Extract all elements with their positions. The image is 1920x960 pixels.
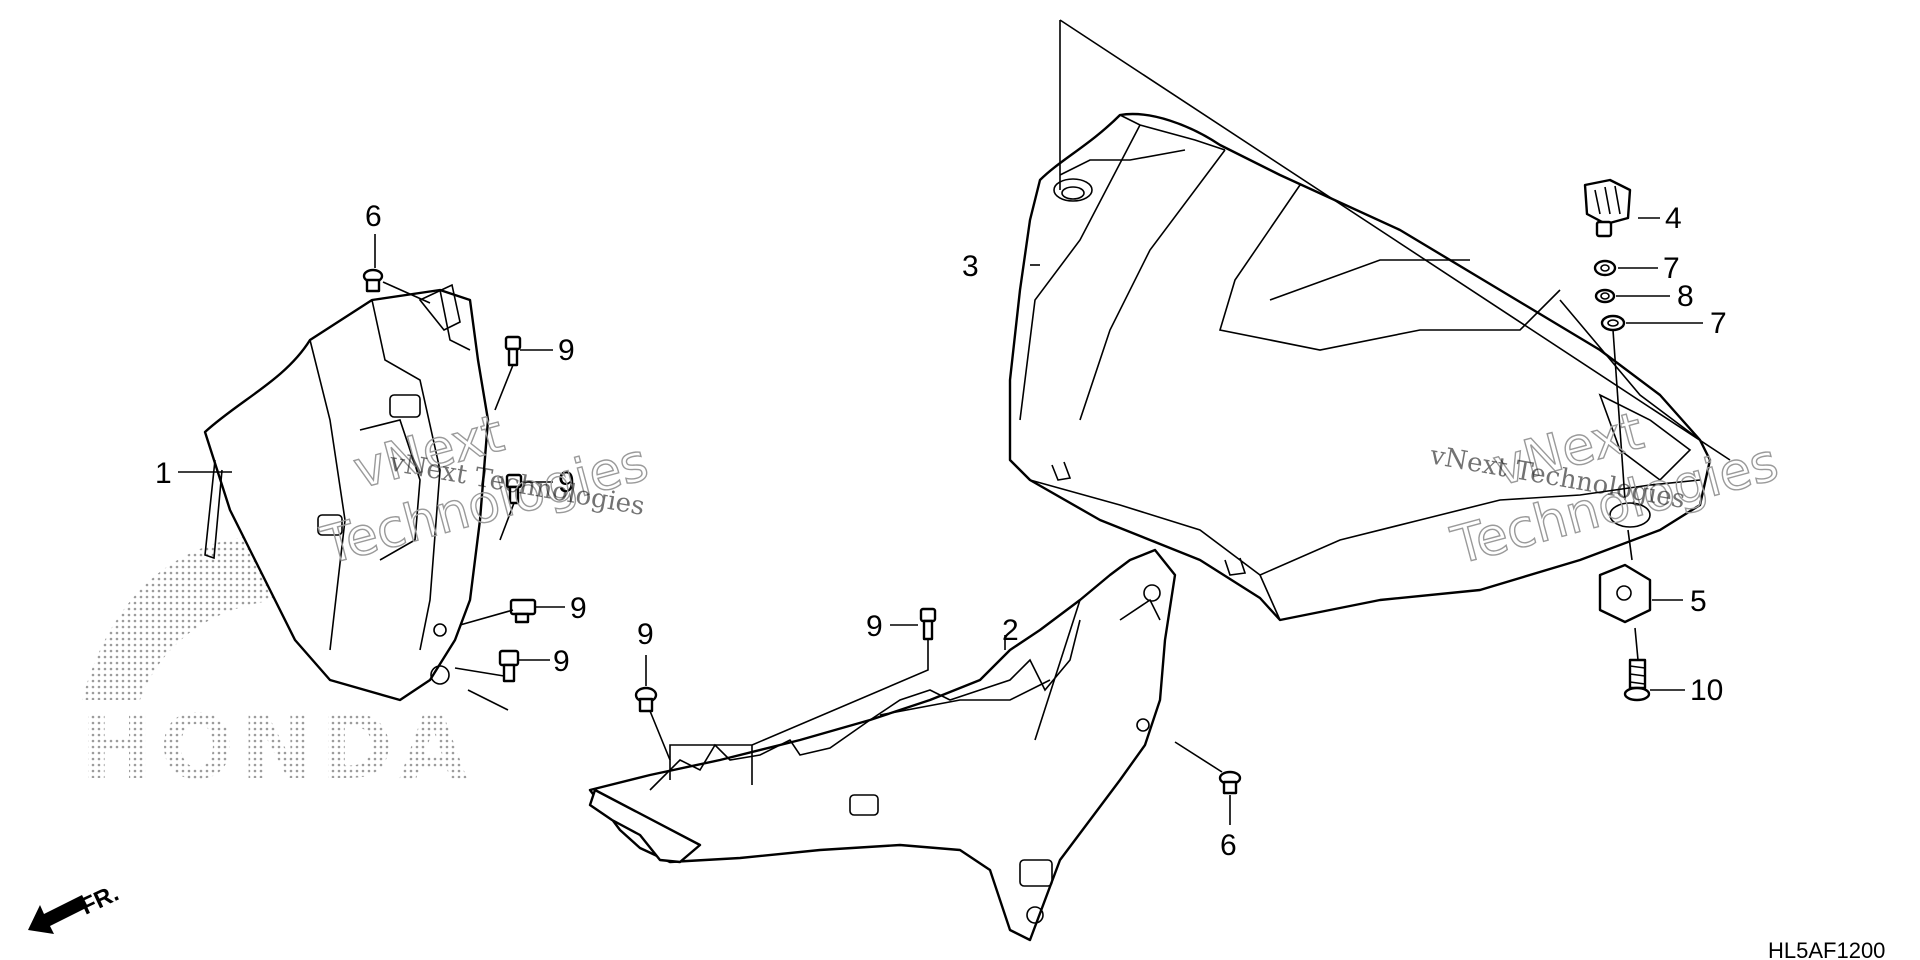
- part-9c-lead: [459, 609, 514, 626]
- part-9-clip-a: [504, 335, 522, 367]
- part-6-bottom-lead: [1174, 741, 1223, 773]
- part-8-washer: [1594, 288, 1616, 304]
- front-arrow-icon: [28, 895, 88, 934]
- part-2-lower-cowl: [588, 548, 1177, 942]
- part-9-clip-f: [634, 686, 658, 713]
- part-10-screw: [1623, 658, 1651, 702]
- part-7-washer-b: [1600, 314, 1626, 332]
- part-9d-lead: [454, 667, 505, 677]
- callout-9-d: 9: [553, 645, 570, 678]
- part-4-to-cover-line: [1612, 329, 1626, 501]
- part-9e-lead: [669, 639, 929, 785]
- part-1-side-panel: [203, 283, 490, 702]
- callout-2: 2: [1002, 614, 1019, 647]
- part-9-clip-d: [498, 649, 520, 683]
- part-9d-lead-2: [467, 689, 509, 711]
- callout-9-a: 9: [558, 334, 575, 367]
- part-9b-lead: [499, 502, 515, 541]
- callout-6-bottom: 6: [1220, 829, 1237, 862]
- part-9-clip-c: [509, 598, 537, 624]
- part-9-clip-e: [919, 607, 937, 641]
- callout-7-top: 7: [1663, 252, 1680, 285]
- callout-5: 5: [1690, 585, 1707, 618]
- callout-3: 3: [962, 250, 979, 283]
- callout-9-f: 9: [637, 618, 654, 651]
- part-5-to-cover-line: [1627, 529, 1633, 561]
- front-direction-label: FR.: [76, 880, 122, 921]
- part-6-bolt-top: [362, 268, 384, 293]
- callout-7-bottom: 7: [1710, 307, 1727, 340]
- callout-8: 8: [1677, 280, 1694, 313]
- part-6-bolt-bottom: [1218, 770, 1242, 795]
- callout-9-e: 9: [866, 610, 883, 643]
- part-10-to-5-line: [1634, 627, 1639, 661]
- part-9f-lead: [649, 710, 671, 780]
- callout-6-top: 6: [365, 200, 382, 233]
- callout-9-c: 9: [570, 592, 587, 625]
- diagram-code: HL5AF1200: [1768, 938, 1885, 960]
- callout-9-b: 9: [558, 466, 575, 499]
- honda-logo-text: HONDA: [80, 696, 473, 799]
- part-3-top-cover: [1008, 19, 1731, 622]
- part-6-top-lead: [382, 281, 431, 304]
- part-4-knob: [1583, 178, 1632, 238]
- callout-10: 10: [1690, 674, 1723, 707]
- part-5-nut: [1598, 563, 1652, 624]
- callout-1: 1: [155, 457, 172, 490]
- callout-4: 4: [1665, 202, 1682, 235]
- front-direction-indicator: FR.: [28, 880, 123, 934]
- part-7-washer-a: [1593, 259, 1617, 277]
- part-9a-lead: [494, 364, 514, 411]
